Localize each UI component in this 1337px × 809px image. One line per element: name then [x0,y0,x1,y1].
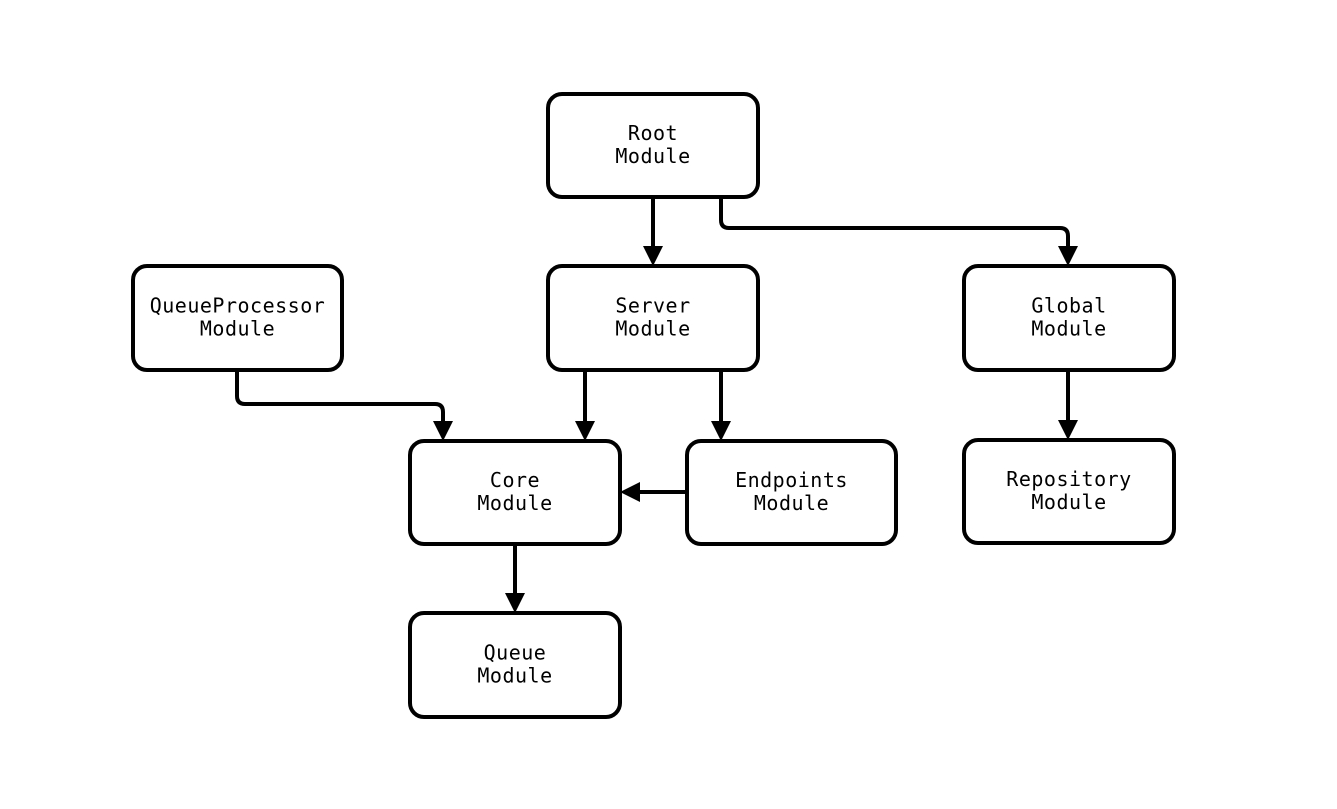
arrowhead-icon [1058,246,1078,266]
node-endpoints-label-line2: Module [754,491,829,515]
node-core-label-line1: Core [490,468,540,492]
edges-layer [235,197,1078,613]
arrowhead-icon [575,421,595,441]
arrowhead-icon [433,421,453,441]
node-endpoints-box[interactable] [685,439,898,546]
edge-root-to-global [719,197,1078,266]
node-root-label-line1: Root [628,121,678,145]
node-global-box[interactable] [962,264,1176,372]
edge-queueprocessor-to-core [235,370,453,441]
edge-server-to-endpoints [711,370,731,441]
node-queueprocessor-label-line2: Module [200,317,275,341]
node-queueprocessor-label-line1: QueueProcessor [150,294,326,318]
edge-line [235,370,445,427]
node-server-box[interactable] [546,264,760,372]
node-endpoints-label-line1: Endpoints [735,468,848,492]
node-core-label-line2: Module [477,491,552,515]
node-server-label-line2: Module [615,317,690,341]
node-endpoints[interactable]: Endpoints Module [685,439,898,546]
node-server[interactable]: Server Module [546,264,760,372]
node-queue-label-line2: Module [477,664,552,688]
edge-root-to-server [643,197,663,266]
edge-core-to-queue [505,544,525,613]
node-root-label-line2: Module [615,144,690,168]
node-repository-box[interactable] [962,438,1176,545]
node-queue-box[interactable] [408,611,622,719]
node-queue[interactable]: Queue Module [408,611,622,719]
edge-server-to-core [575,370,595,441]
node-global-label-line2: Module [1031,317,1106,341]
arrowhead-icon [505,593,525,613]
arrowhead-icon [1058,420,1078,440]
node-global[interactable]: Global Module [962,264,1176,372]
nodes-layer: Root Module QueueProcessor Module Server… [131,92,1176,719]
node-queue-label-line1: Queue [484,641,547,665]
node-root[interactable]: Root Module [546,92,760,199]
node-server-label-line1: Server [615,294,690,318]
node-core[interactable]: Core Module [408,439,622,546]
edge-line [719,197,1070,252]
node-queueprocessor-box[interactable] [131,264,344,372]
node-repository-label-line1: Repository [1006,467,1131,491]
edge-global-to-repository [1058,370,1078,440]
edge-endpoints-to-core [620,482,687,502]
node-repository-label-line2: Module [1031,490,1106,514]
arrowhead-icon [643,246,663,266]
arrowhead-icon [711,421,731,441]
node-repository[interactable]: Repository Module [962,438,1176,545]
arrowhead-icon [620,482,640,502]
node-global-label-line1: Global [1031,294,1106,318]
node-root-box[interactable] [546,92,760,199]
node-core-box[interactable] [408,439,622,546]
node-queueprocessor[interactable]: QueueProcessor Module [131,264,344,372]
